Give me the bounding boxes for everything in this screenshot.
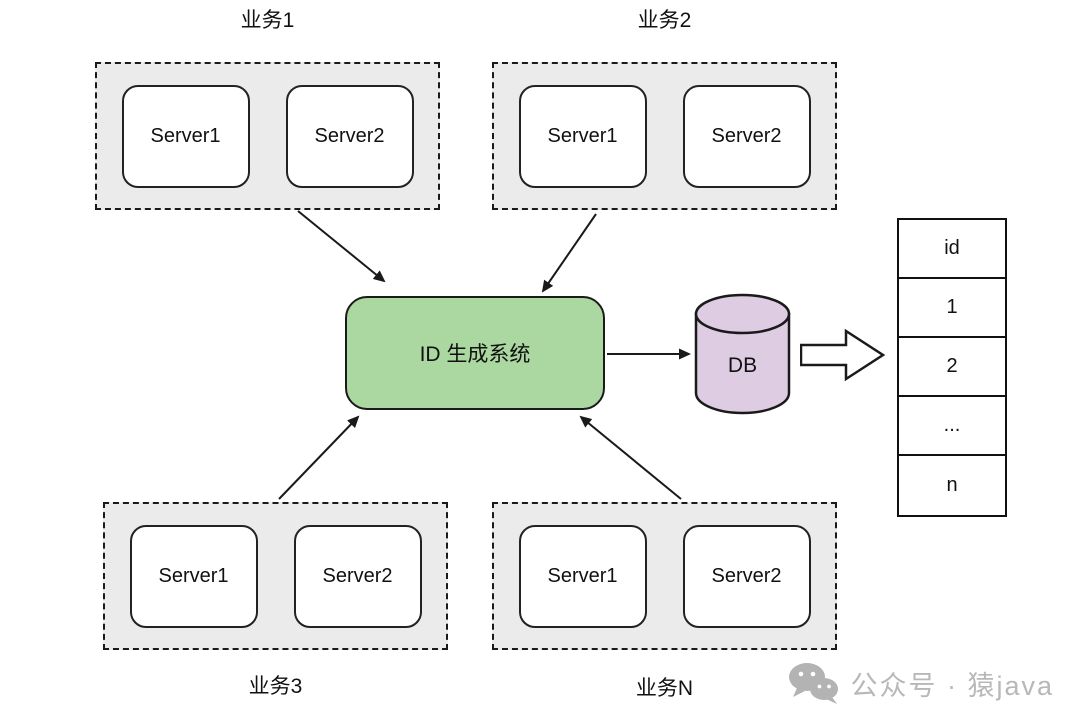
id-generation-system-box: ID 生成系统: [345, 296, 605, 410]
db-cylinder-shape: [694, 293, 791, 415]
biz2-server2-box: Server2: [682, 84, 811, 188]
id-table-row-cell: n: [899, 456, 1005, 515]
arrow-bizN-to-idsystem: [579, 415, 682, 500]
arrow-biz2-to-idsystem: [541, 213, 597, 293]
id-table: id 1 2 ... n: [897, 218, 1007, 517]
biz3-server1-box: Server1: [129, 524, 258, 628]
bizN-group: Server1 Server2: [492, 502, 837, 650]
wechat-icon: [789, 663, 839, 704]
biz3-server2-box: Server2: [293, 524, 422, 628]
db-cylinder: DB: [693, 292, 792, 417]
biz2-server1-box: Server1: [518, 84, 647, 188]
id-table-row-cell: ...: [899, 397, 1005, 456]
biz1-group: Server1 Server2: [95, 62, 440, 210]
biz3-label: 业务3: [248, 675, 303, 698]
biz2-label: 业务2: [637, 9, 692, 32]
id-table-row-cell: 2: [899, 338, 1005, 397]
biz1-server2-box: Server2: [285, 84, 414, 188]
bizN-server2-box: Server2: [682, 524, 811, 628]
db-label: DB: [727, 354, 758, 377]
biz3-group: Server1 Server2: [103, 502, 448, 650]
biz1-label: 业务1: [240, 9, 295, 32]
bizN-label: 业务N: [635, 677, 694, 700]
arrow-biz3-to-idsystem: [278, 415, 360, 500]
arrow-biz1-to-idsystem: [297, 210, 386, 283]
biz2-group: Server1 Server2: [492, 62, 837, 210]
id-table-row-cell: 1: [899, 279, 1005, 338]
bizN-server1-box: Server1: [518, 524, 647, 628]
id-table-header-cell: id: [899, 220, 1005, 279]
watermark-text: 公众号 · 猿java: [850, 670, 1054, 701]
biz1-server1-box: Server1: [121, 84, 250, 188]
watermark: 公众号 · 猿java: [788, 662, 1054, 704]
block-arrow-db-to-table: [800, 328, 886, 382]
